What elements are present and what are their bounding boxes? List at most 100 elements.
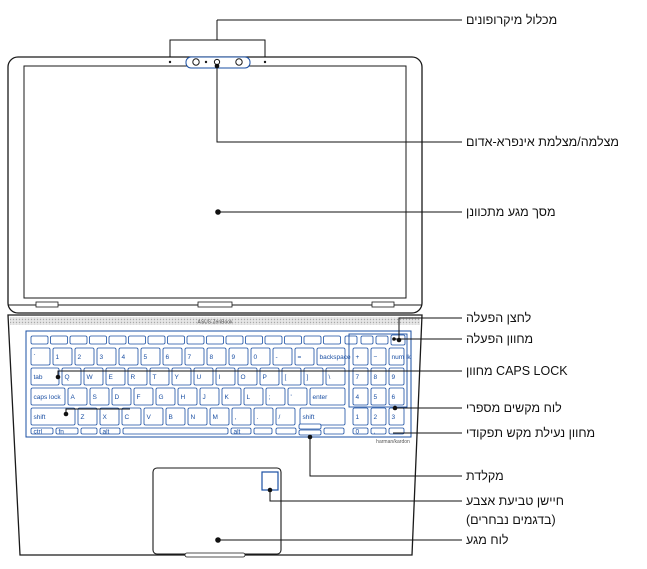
touchscreen-display[interactable] (23, 65, 407, 299)
key-enter[interactable] (309, 387, 346, 406)
fn-key-11[interactable] (245, 335, 263, 345)
fn-key-12[interactable] (264, 335, 283, 345)
key-1[interactable] (52, 347, 73, 366)
key-C[interactable] (121, 407, 142, 426)
key-N[interactable] (187, 407, 208, 426)
fn-key-10[interactable] (225, 335, 244, 345)
key-G[interactable] (155, 387, 176, 406)
key-T[interactable] (149, 367, 170, 386)
fn-key-6[interactable] (147, 335, 166, 345)
key-S[interactable] (89, 387, 110, 406)
numpad-9[interactable] (388, 367, 405, 386)
fn-key-17[interactable] (360, 335, 374, 345)
fn-key-2[interactable] (69, 335, 88, 345)
key-H[interactable] (177, 387, 198, 406)
key-[[interactable] (281, 367, 302, 386)
key-9[interactable] (228, 347, 249, 366)
key-Z[interactable] (77, 407, 98, 426)
fn-key-4[interactable] (108, 335, 127, 345)
numpad-2[interactable] (370, 407, 387, 426)
key-V[interactable] (143, 407, 164, 426)
key-ctrl-right[interactable] (253, 427, 273, 435)
key-R[interactable] (127, 367, 148, 386)
key-4[interactable] (118, 347, 139, 366)
key-Q[interactable] (61, 367, 82, 386)
numpad-numlock-label: num lk (392, 354, 412, 361)
key-arrow-up[interactable] (298, 423, 322, 430)
fn-key-18[interactable] (375, 335, 389, 345)
fn-key-16[interactable] (344, 335, 358, 345)
key-O[interactable] (237, 367, 258, 386)
key-backspace[interactable] (316, 347, 346, 366)
key-shift-left[interactable] (30, 407, 76, 426)
key-B[interactable] (165, 407, 186, 426)
key-6[interactable] (162, 347, 183, 366)
fn-key-7[interactable] (167, 335, 185, 345)
key-W[interactable] (83, 367, 104, 386)
key-M[interactable] (209, 407, 230, 426)
fn-key-8[interactable] (186, 335, 205, 345)
key-alt-right[interactable] (230, 427, 252, 435)
numpad-0[interactable] (352, 427, 369, 435)
key-\[interactable] (325, 367, 346, 386)
numpad-8[interactable] (370, 367, 387, 386)
fn-key-3[interactable] (89, 335, 107, 345)
key-L[interactable] (243, 387, 264, 406)
fn-key-5[interactable] (128, 335, 146, 345)
numpad-numlock[interactable] (388, 347, 405, 366)
key-7[interactable] (184, 347, 205, 366)
key-alt-left[interactable] (99, 427, 121, 435)
key-P[interactable] (259, 367, 280, 386)
key-arrow-left[interactable] (275, 427, 297, 435)
key-8[interactable] (206, 347, 227, 366)
key-I[interactable] (215, 367, 236, 386)
numpad-minus[interactable] (370, 347, 387, 366)
label-power-button: לחצן הפעלה (466, 311, 532, 325)
key-arrow-down[interactable] (298, 429, 322, 436)
key-'[interactable] (287, 387, 308, 406)
key-/[interactable] (275, 407, 296, 426)
key-D[interactable] (111, 387, 132, 406)
key-fn[interactable] (55, 427, 79, 435)
numpad-7[interactable] (352, 367, 369, 386)
fn-key-15[interactable] (323, 335, 341, 345)
key-F[interactable] (133, 387, 154, 406)
key-J[interactable] (199, 387, 220, 406)
numpad-dot[interactable] (370, 427, 387, 435)
key-A[interactable] (67, 387, 88, 406)
key-Y[interactable] (171, 367, 192, 386)
key-U[interactable] (193, 367, 214, 386)
numpad-1[interactable] (352, 407, 369, 426)
key-windows[interactable] (80, 427, 98, 435)
key-,[interactable] (231, 407, 252, 426)
fn-key-9[interactable] (206, 335, 224, 345)
key-11[interactable] (272, 347, 293, 366)
key-caps-lock[interactable] (30, 387, 66, 406)
key-5[interactable] (140, 347, 161, 366)
key-shift-right[interactable] (299, 407, 346, 426)
key-E[interactable] (105, 367, 126, 386)
numpad-6[interactable] (388, 387, 405, 406)
fn-key-0[interactable] (30, 335, 49, 345)
keyboard-outline[interactable] (25, 330, 412, 438)
key-;[interactable] (265, 387, 286, 406)
key-3[interactable] (96, 347, 117, 366)
fn-key-1[interactable] (50, 335, 68, 345)
key-2[interactable] (74, 347, 95, 366)
key-.[interactable] (253, 407, 274, 426)
numpad-plus[interactable] (352, 347, 369, 366)
key-K[interactable] (221, 387, 242, 406)
fingerprint-sensor[interactable] (261, 471, 279, 491)
key-0[interactable] (30, 347, 51, 366)
key-12[interactable] (294, 347, 315, 366)
fn-key-13[interactable] (284, 335, 302, 345)
key-10[interactable] (250, 347, 271, 366)
numpad-5[interactable] (370, 387, 387, 406)
key-space[interactable] (122, 427, 229, 435)
numpad-4[interactable] (352, 387, 369, 406)
key-X[interactable] (99, 407, 120, 426)
key-ctrl-left[interactable] (30, 427, 54, 435)
key-arrow-right[interactable] (323, 427, 345, 435)
fn-key-14[interactable] (303, 335, 322, 345)
key-][interactable] (303, 367, 324, 386)
